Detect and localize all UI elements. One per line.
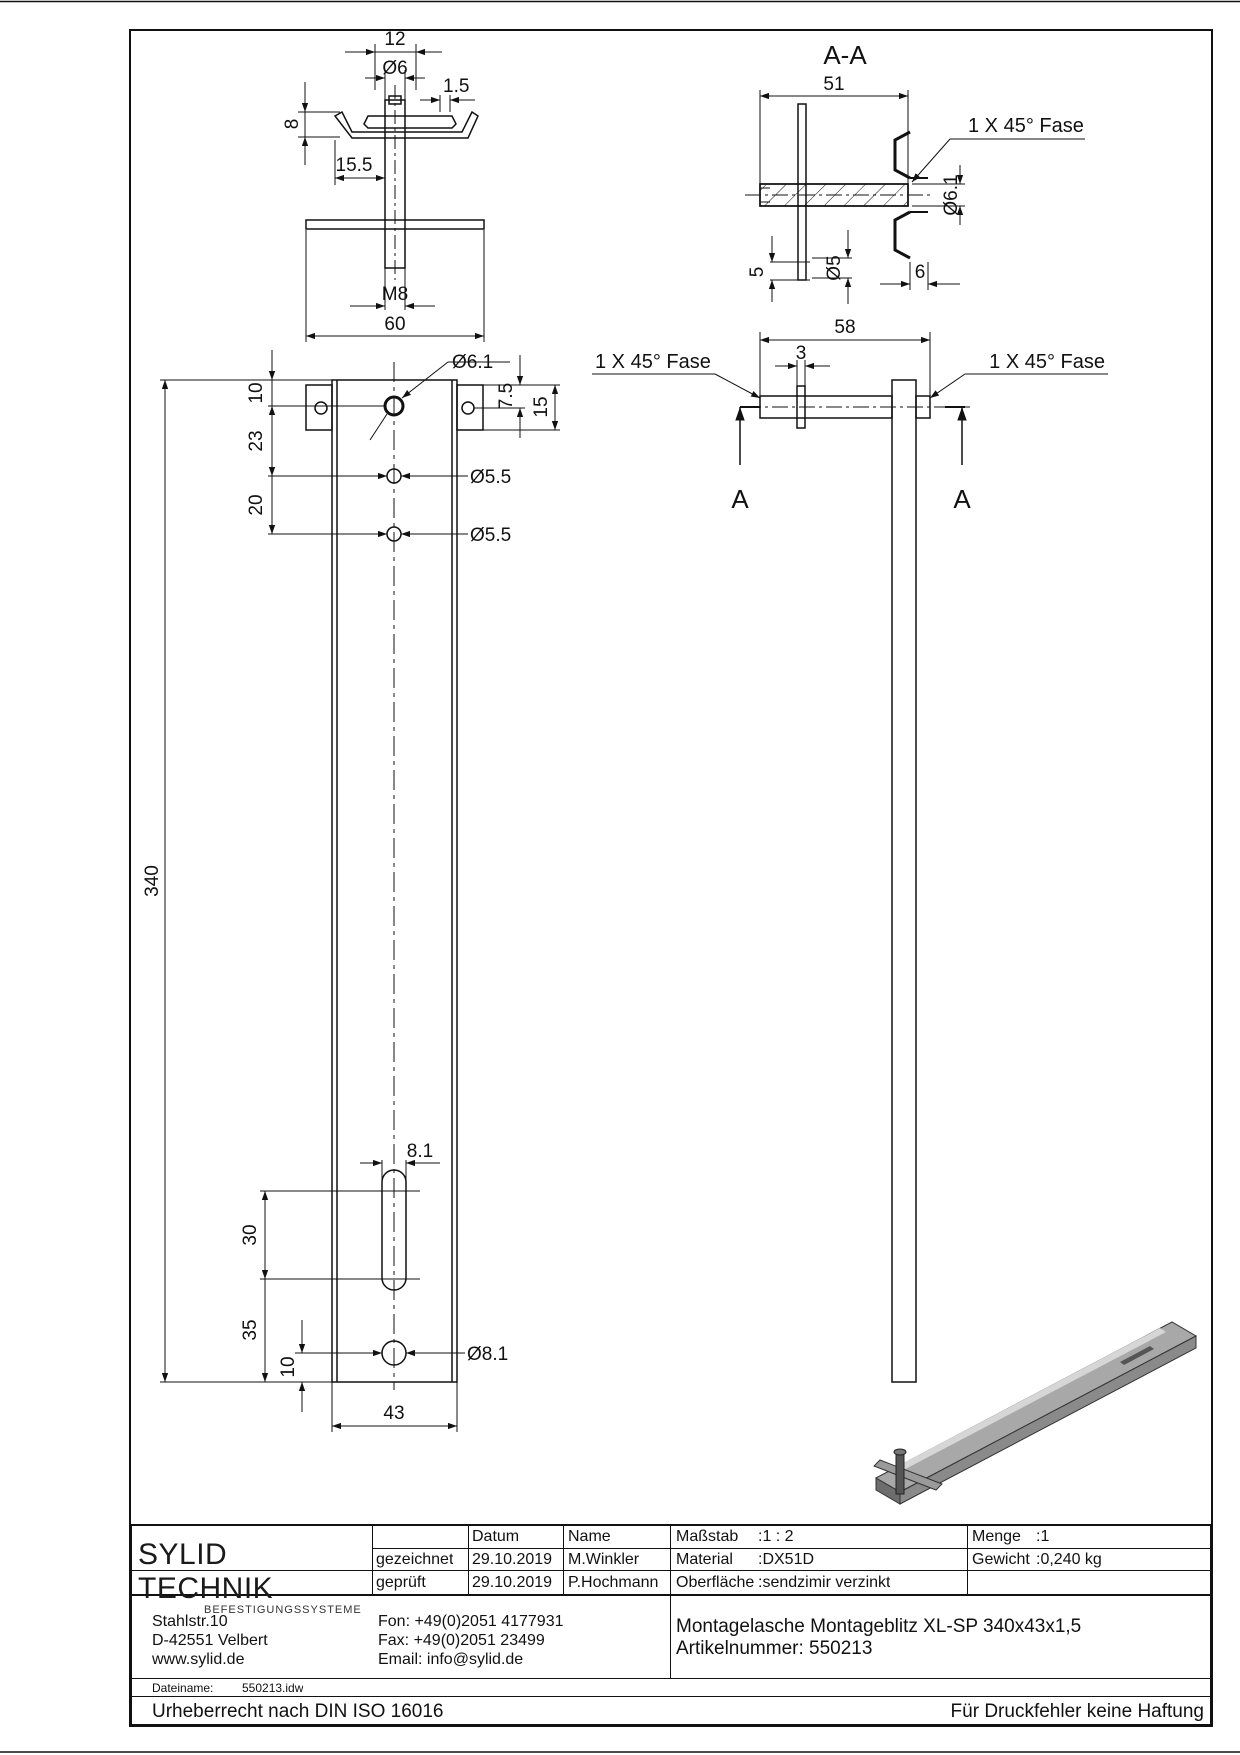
dim-5: 5 xyxy=(747,267,768,278)
dim-3: 3 xyxy=(796,343,807,364)
dim-8: 8 xyxy=(282,119,303,130)
dim-15-5: 15.5 xyxy=(336,155,373,176)
logo-sub-text: BEFESTIGUNGSSYSTEME xyxy=(204,1604,362,1616)
material-value: :DX51D xyxy=(758,1551,815,1568)
dim-d6-1-section: Ø6.1 xyxy=(941,174,962,215)
dim-m8: M8 xyxy=(382,284,408,305)
contact-email: Email: info@sylid.de xyxy=(378,1651,524,1668)
dim-60: 60 xyxy=(384,314,405,335)
gezeichnet-date: 29.10.2019 xyxy=(472,1551,553,1568)
dim-340: 340 xyxy=(142,865,163,897)
dim-35: 35 xyxy=(240,1319,261,1340)
gezeichnet-name: M.Winkler xyxy=(568,1551,640,1568)
dim-10-top: 10 xyxy=(246,382,267,403)
section-view xyxy=(745,103,930,281)
gewicht-value: :0,240 kg xyxy=(1036,1551,1102,1568)
dim-43: 43 xyxy=(383,1403,404,1424)
dim-d5-5-b: Ø5.5 xyxy=(470,525,511,546)
section-dimensions xyxy=(759,90,1085,304)
oberflaeche-value: :sendzimir verzinkt xyxy=(758,1574,891,1591)
massstab-value: :1 : 2 xyxy=(758,1528,794,1545)
gewicht-label: Gewicht xyxy=(972,1551,1030,1568)
geprueft-label: geprüft xyxy=(376,1574,426,1591)
side-fase-left-label: 1 X 45° Fase xyxy=(595,351,711,373)
front-view-dimensions xyxy=(160,350,560,1432)
side-dimensions xyxy=(592,332,1108,465)
material-label: Material xyxy=(676,1551,733,1568)
menge-label: Menge xyxy=(972,1528,1021,1545)
side-fase-right-label: 1 X 45° Fase xyxy=(989,351,1105,373)
part-description: Montagelasche Montageblitz XL-SP 340x43x… xyxy=(676,1616,1082,1637)
dim-d6-1-front: Ø6.1 xyxy=(452,352,493,373)
article-number: Artikelnummer: 550213 xyxy=(676,1638,873,1659)
top-view xyxy=(305,85,485,280)
section-title: A-A xyxy=(823,40,867,70)
col-name: Name xyxy=(568,1528,611,1545)
dim-7-5: 7.5 xyxy=(496,383,517,409)
gezeichnet-label: gezeichnet xyxy=(376,1551,454,1568)
company-logo: SYLID TECHNIK BEFESTIGUNGSSYSTEME xyxy=(138,1538,368,1616)
col-datum: Datum xyxy=(472,1528,520,1545)
disclaimer-text: Für Druckfehler keine Haftung xyxy=(950,1701,1204,1722)
dim-30: 30 xyxy=(240,1224,261,1245)
address-street: Stahlstr.10 xyxy=(152,1613,228,1630)
section-fase-label: 1 X 45° Fase xyxy=(968,115,1084,137)
title-block: SYLID TECHNIK BEFESTIGUNGSSYSTEME Datum … xyxy=(130,1524,1212,1726)
address-city: D-42551 Velbert xyxy=(152,1632,268,1649)
dim-12: 12 xyxy=(384,29,405,50)
dim-15: 15 xyxy=(531,396,552,417)
dim-51: 51 xyxy=(823,74,844,95)
menge-value: :1 xyxy=(1036,1528,1050,1545)
copyright-text: Urheberrecht nach DIN ISO 16016 xyxy=(152,1701,444,1722)
front-view xyxy=(305,362,484,1390)
dim-58: 58 xyxy=(834,317,855,338)
cut-label-right: A xyxy=(953,484,971,514)
dateiname-value: 550213.idw xyxy=(242,1681,304,1695)
geprueft-date: 29.10.2019 xyxy=(472,1574,553,1591)
dim-23: 23 xyxy=(246,430,267,451)
oberflaeche-label: Oberfläche xyxy=(676,1574,755,1591)
dim-1-5: 1.5 xyxy=(443,76,469,97)
logo-main-text: SYLID TECHNIK xyxy=(138,1538,274,1605)
dim-10-bottom: 10 xyxy=(278,1356,299,1377)
dim-6: 6 xyxy=(915,262,926,283)
dim-d8-1: Ø8.1 xyxy=(467,1344,508,1365)
dim-d5-5-a: Ø5.5 xyxy=(470,467,511,488)
dim-d5: Ø5 xyxy=(824,255,845,280)
dim-8-1: 8.1 xyxy=(407,1141,433,1162)
dim-d6: Ø6 xyxy=(382,58,407,79)
address-web: www.sylid.de xyxy=(152,1651,245,1668)
cut-label-left: A xyxy=(731,484,749,514)
dateiname-label: Dateiname: xyxy=(152,1681,214,1695)
geprueft-name: P.Hochmann xyxy=(568,1574,659,1591)
contact-fax: Fax: +49(0)2051 23499 xyxy=(378,1632,545,1649)
massstab-label: Maßstab xyxy=(676,1528,739,1545)
dim-20: 20 xyxy=(246,494,267,515)
isometric-preview xyxy=(873,1321,1198,1505)
top-view-dimensions xyxy=(298,44,485,342)
side-view xyxy=(745,379,970,1383)
contact-fon: Fon: +49(0)2051 4177931 xyxy=(378,1613,564,1630)
